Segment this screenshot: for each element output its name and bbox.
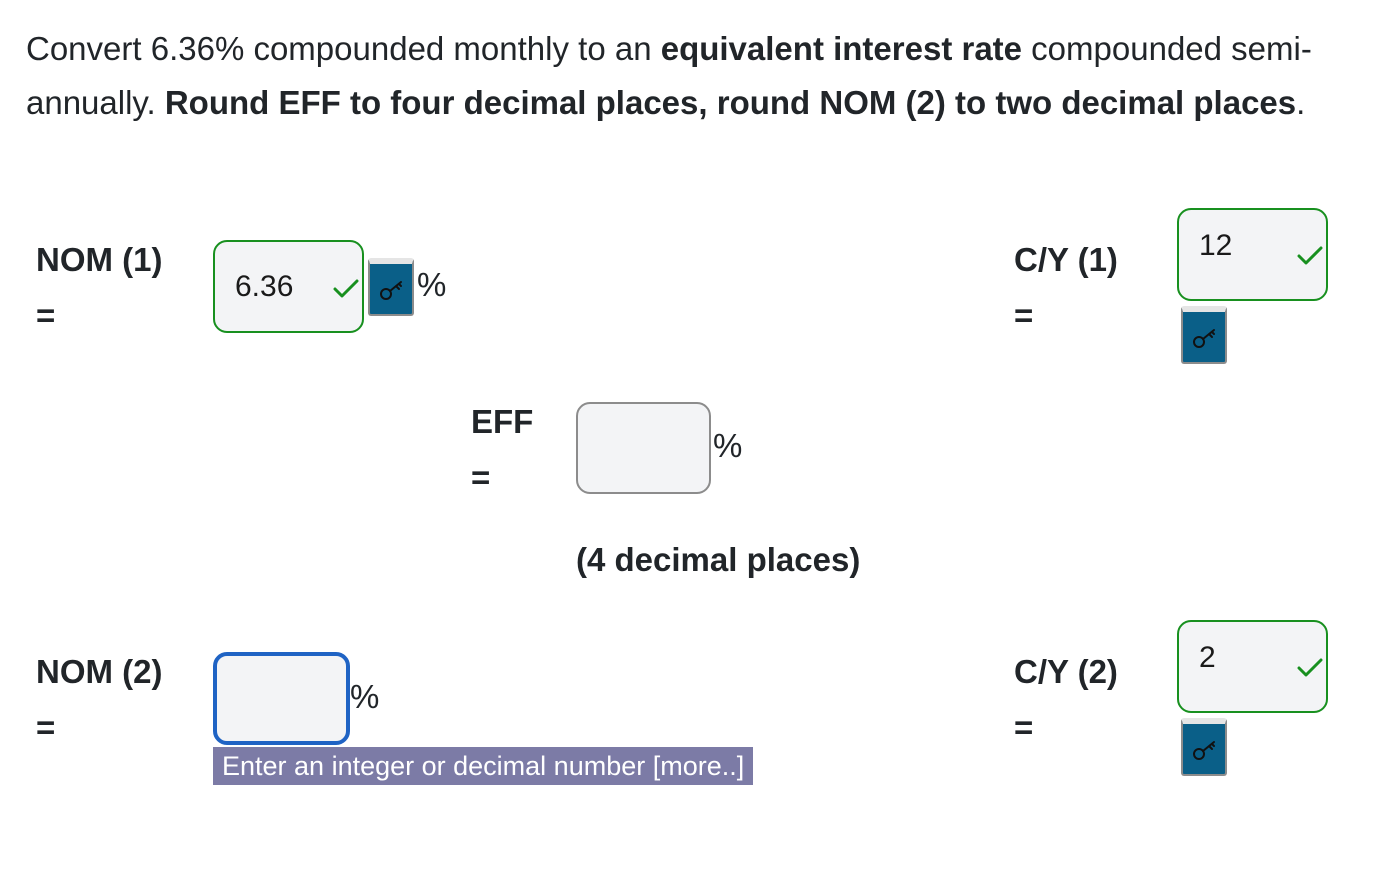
check-icon bbox=[333, 279, 359, 298]
key-icon bbox=[1193, 329, 1215, 348]
question-bold-1: equivalent interest rate bbox=[660, 30, 1023, 67]
cy2-equals: = bbox=[1014, 709, 1034, 746]
eff-label: EFF bbox=[471, 403, 534, 440]
eff-unit: % bbox=[713, 427, 743, 464]
input-hint-tooltip[interactable]: Enter an integer or decimal number [more… bbox=[213, 747, 754, 785]
nom2-equals: = bbox=[36, 709, 56, 746]
check-icon bbox=[1297, 658, 1323, 677]
nom2-input[interactable] bbox=[217, 656, 346, 741]
question-text: Convert 6.36% compounded monthly to an e… bbox=[26, 22, 1376, 130]
nom2-input-box[interactable] bbox=[213, 652, 350, 745]
cy1-input-box[interactable] bbox=[1177, 208, 1328, 301]
eff-input-box[interactable] bbox=[576, 402, 711, 494]
nom1-input[interactable] bbox=[215, 242, 362, 331]
question-part-3: . bbox=[1296, 84, 1306, 121]
nom1-equals: = bbox=[36, 297, 56, 334]
key-icon bbox=[1193, 741, 1215, 760]
cy2-input-box[interactable] bbox=[1177, 620, 1328, 713]
nom2-label: NOM (2) bbox=[36, 653, 163, 690]
nom1-unit: % bbox=[417, 266, 447, 303]
cy2-label: C/Y (2) bbox=[1014, 653, 1118, 690]
nom2-unit: % bbox=[350, 678, 380, 715]
check-icon bbox=[1297, 246, 1323, 265]
question-part-2: compounded semi-annually. bbox=[26, 30, 1312, 121]
cy1-key-button[interactable] bbox=[1181, 306, 1227, 364]
nom1-input-box[interactable] bbox=[213, 240, 364, 333]
eff-input[interactable] bbox=[578, 404, 709, 492]
nom1-label: NOM (1) bbox=[36, 241, 163, 278]
nom1-key-button[interactable] bbox=[368, 258, 414, 316]
key-icon bbox=[380, 281, 402, 300]
cy2-key-button[interactable] bbox=[1181, 718, 1227, 776]
eff-precision-note: (4 decimal places) bbox=[576, 541, 861, 578]
eff-equals: = bbox=[471, 459, 491, 496]
question-bold-2: Round EFF to four decimal places, round … bbox=[164, 84, 1297, 121]
cy1-label: C/Y (1) bbox=[1014, 241, 1118, 278]
question-part-1: Convert 6.36% compounded monthly to an bbox=[26, 30, 661, 67]
cy2-input[interactable] bbox=[1179, 622, 1326, 711]
cy1-equals: = bbox=[1014, 297, 1034, 334]
cy1-input[interactable] bbox=[1179, 210, 1326, 299]
